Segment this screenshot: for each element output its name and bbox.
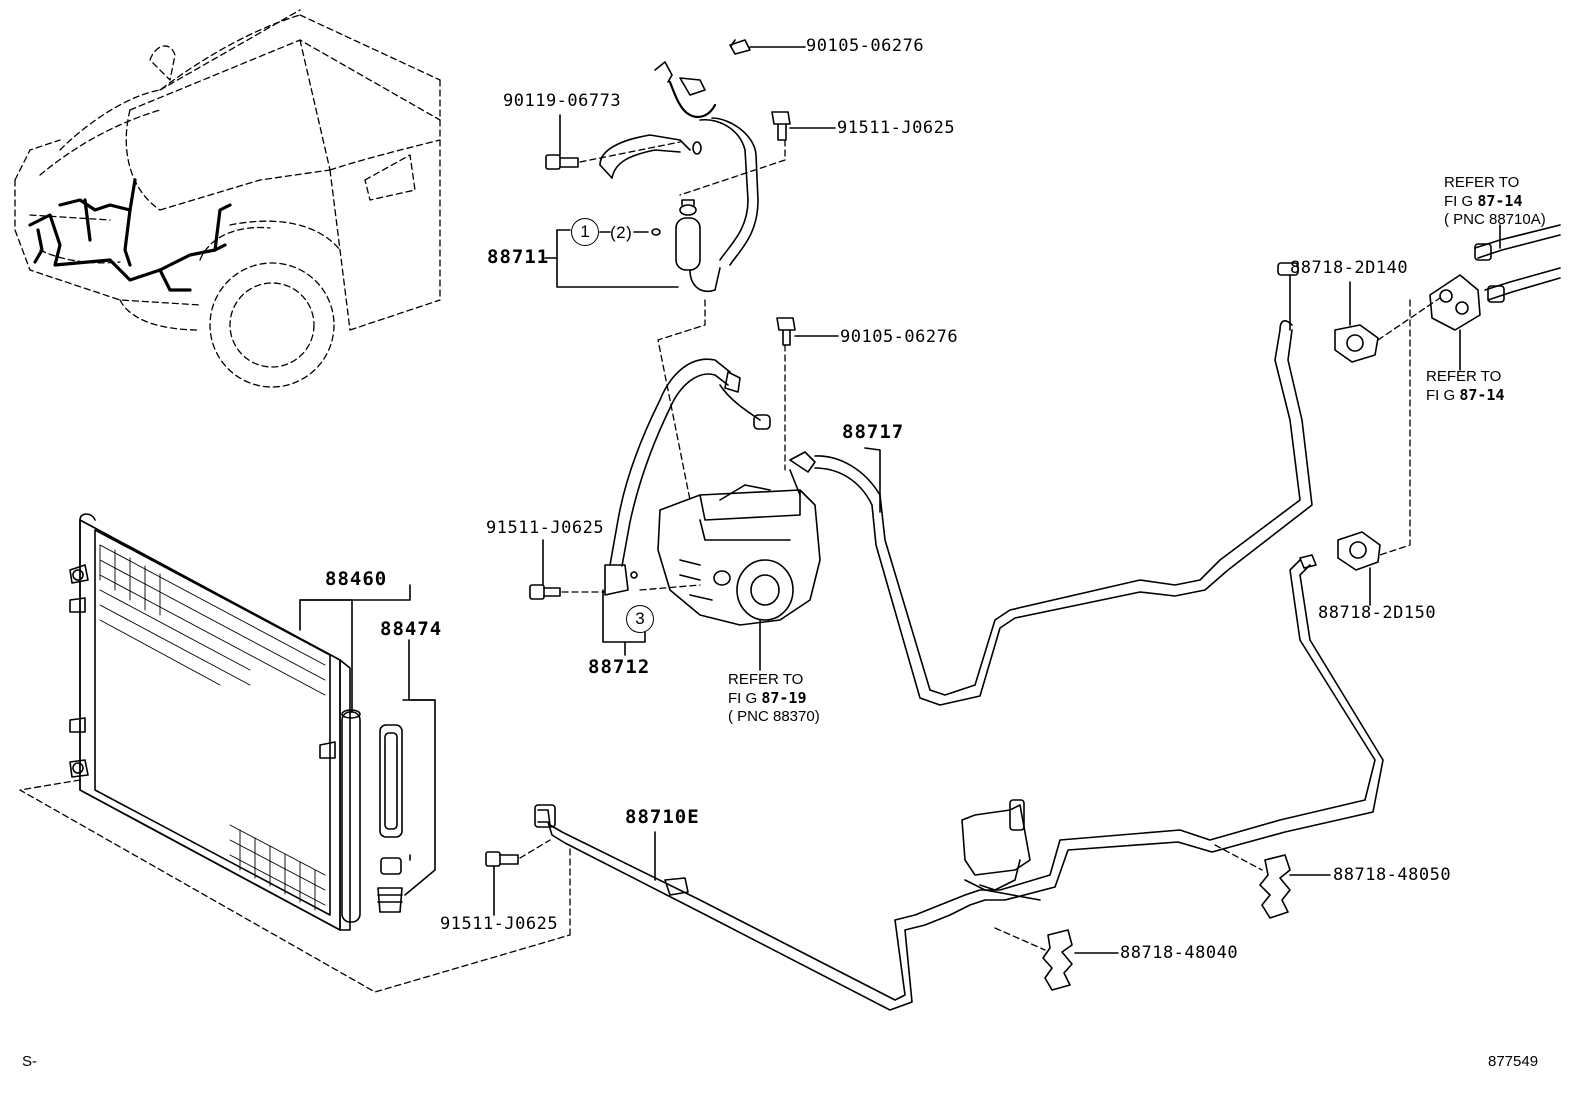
ref-fig-87-14-top-line3: ( PNC 88710A) (1444, 211, 1546, 228)
callout-1: 1 (571, 218, 599, 246)
clamp-88718-2d140 (1335, 325, 1378, 362)
ref-fig-87-19-line2: FI G 87-19 (728, 689, 807, 707)
label-90105-06276-top: 90105-06276 (806, 36, 925, 56)
ref-fig-87-14-mid-line2: FI G 87-14 (1426, 386, 1505, 404)
label-88718-2d150: 88718-2D150 (1318, 603, 1437, 623)
ref-fig-87-14-mid: REFER TO FI G 87-14 (1426, 368, 1505, 405)
clamp-88718-48040 (1043, 930, 1072, 990)
label-91511-j0625-mid: 91511-J0625 (486, 518, 605, 538)
ref-fig-87-19: REFER TO FI G 87-19 ( PNC 88370) (728, 671, 820, 726)
callout-3: 3 (626, 605, 654, 633)
label-88718-48040: 88718-48040 (1120, 943, 1239, 963)
bolt-upper-90105 (730, 40, 750, 54)
ref-fig-87-14-mid-line1: REFER TO (1426, 368, 1502, 385)
label-88460: 88460 (325, 568, 388, 590)
ref-fig-87-19-line1: REFER TO (728, 671, 804, 688)
ref-fig-87-14-top: REFER TO FI G 87-14 ( PNC 88710A) (1444, 174, 1546, 229)
liquid-pipe-88717 (790, 263, 1312, 705)
bolt-upper-91511 (772, 112, 790, 140)
bolt-mid-91511 (530, 585, 560, 599)
corner-label-right: 877549 (1488, 1053, 1539, 1070)
label-88718-2d140: 88718-2D140 (1290, 258, 1409, 278)
label-88718-48050: 88718-48050 (1333, 865, 1452, 885)
bolt-lower-91511 (486, 852, 518, 866)
suction-hose-88712 (605, 359, 770, 595)
label-90105-06276-mid: 90105-06276 (840, 327, 959, 347)
label-88711: 88711 (487, 246, 550, 268)
discharge-hose-88711 (600, 62, 758, 291)
connector-block-top (1430, 225, 1560, 330)
ref-fig-87-14-top-line2: FI G 87-14 (1444, 192, 1523, 210)
condenser-88460 (70, 514, 402, 930)
label-88474: 88474 (380, 618, 443, 640)
clamp-88718-48050 (1260, 855, 1290, 918)
label-88717: 88717 (842, 421, 905, 443)
label-90119-06773: 90119-06773 (503, 91, 622, 111)
ref-fig-87-19-line3: ( PNC 88370) (728, 708, 820, 725)
vehicle-outline (15, 10, 440, 387)
ref-fig-87-14-top-line1: REFER TO (1444, 174, 1520, 191)
bolt-mid-90105 (777, 318, 795, 345)
callout-2: (2) (610, 223, 633, 242)
label-88712: 88712 (588, 656, 651, 678)
clamp-88718-2d150 (1338, 532, 1380, 570)
liquid-pipe-88710e (535, 560, 1383, 1010)
bolt-upper-90119 (546, 155, 578, 169)
label-91511-j0625-bot: 91511-J0625 (440, 914, 559, 934)
label-88710e: 88710E (625, 806, 700, 828)
compressor (658, 485, 820, 625)
label-91511-j0625-top: 91511-J0625 (837, 118, 956, 138)
corner-label-left: S- (22, 1053, 37, 1070)
